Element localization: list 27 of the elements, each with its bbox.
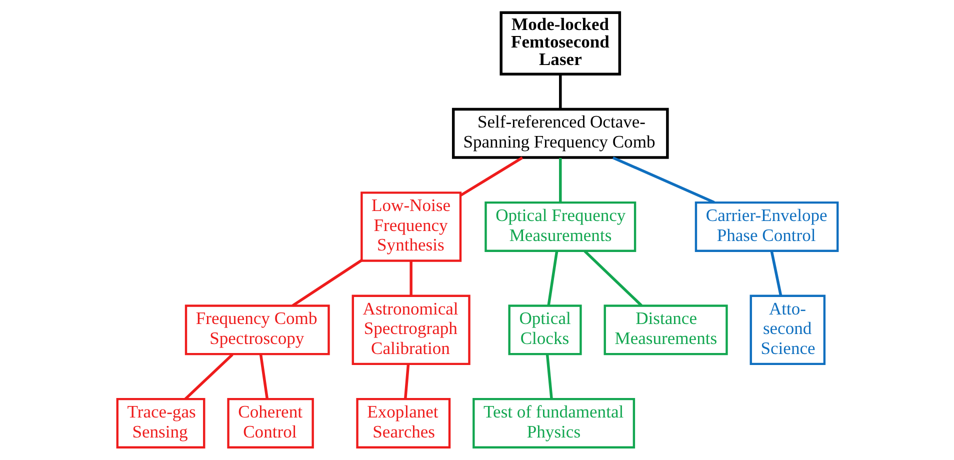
- connector: [770, 250, 782, 296]
- connector: [291, 259, 362, 307]
- node-box: Low-Noise Frequency Synthesis: [360, 192, 462, 262]
- connector: [558, 74, 562, 109]
- connector: [459, 156, 523, 197]
- connector: [258, 354, 268, 400]
- connector: [403, 364, 410, 400]
- connector: [545, 354, 552, 400]
- node-box: Optical Frequency Measurements: [484, 201, 636, 252]
- node-box: Mode-locked Femtosecond Laser: [499, 11, 621, 76]
- connector: [558, 158, 562, 203]
- connector: [184, 353, 233, 400]
- node-box: Atto-second Science: [749, 294, 826, 366]
- node-box: Frequency Comb Spectroscopy: [184, 304, 330, 356]
- connector: [409, 260, 412, 296]
- connector: [583, 250, 642, 306]
- node-box: Trace-gas Sensing: [116, 398, 205, 448]
- node-box: Astronomical Spectrograph Calibration: [351, 294, 470, 366]
- node-box: Distance Measurements: [603, 304, 728, 356]
- node-box: Self-referenced Octave-Spanning Frequency Comb: [451, 108, 668, 159]
- node-box: Test of fundamental Physics: [472, 398, 635, 448]
- connector: [612, 156, 714, 204]
- connector: [546, 251, 558, 306]
- node-box: Optical Clocks: [508, 304, 582, 356]
- node-box: Coherent Control: [226, 398, 314, 448]
- node-box: Exoplanet Searches: [356, 398, 450, 448]
- node-box: Carrier-Envelope Phase Control: [694, 201, 838, 252]
